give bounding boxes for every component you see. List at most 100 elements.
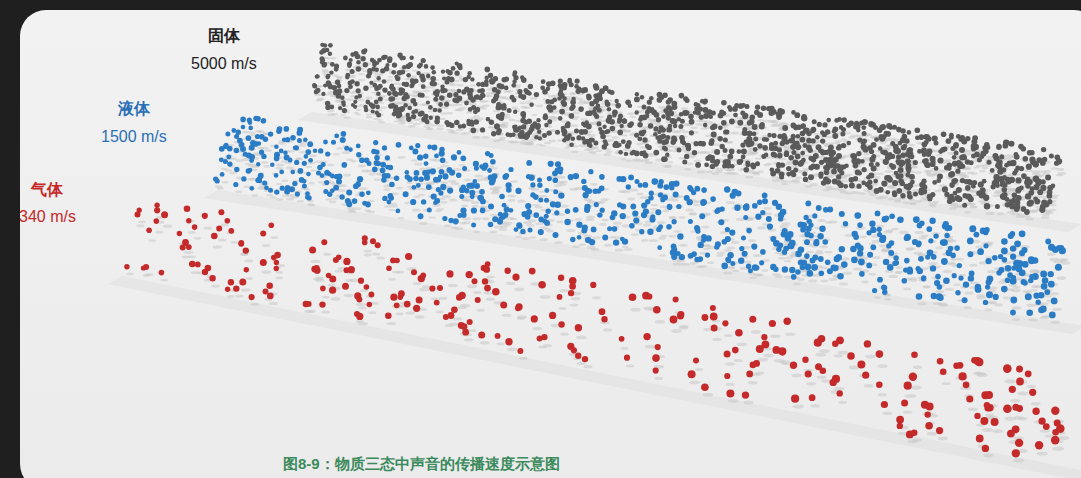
particle-shadow	[501, 126, 509, 129]
particle-shadow	[577, 362, 586, 365]
particle-shadow	[584, 198, 592, 201]
particle-shadow	[215, 185, 223, 188]
particle-shadow	[988, 301, 998, 304]
particle-shadow	[861, 281, 869, 284]
particle-shadow	[511, 218, 518, 220]
particle-shadow	[735, 126, 742, 128]
particle-shadow	[912, 189, 919, 191]
particle-shadow	[612, 136, 620, 139]
particle-shadow	[674, 230, 681, 233]
particle-shadow	[679, 129, 685, 131]
particle-shadow	[470, 84, 476, 86]
particle-shadow	[490, 231, 498, 234]
particle-shadow	[517, 200, 526, 203]
particle-shadow	[1040, 316, 1049, 319]
particle-shadow	[287, 194, 295, 197]
particle-shadow	[532, 114, 538, 116]
particle-shadow	[454, 227, 463, 230]
particle-shadow	[881, 249, 889, 252]
particle-shadow	[879, 245, 886, 248]
particle-shadow	[369, 173, 376, 175]
particle-shadow	[462, 199, 469, 202]
particle-shadow	[902, 201, 910, 204]
particle-shadow	[459, 164, 466, 166]
particle-shadow	[757, 226, 766, 229]
particle-shadow	[702, 151, 710, 154]
particle-shadow	[876, 197, 884, 200]
particle-shadow	[979, 170, 986, 172]
particle-shadow	[970, 191, 978, 194]
particle-shadow	[327, 110, 334, 113]
particle-shadow	[923, 286, 930, 289]
particle-shadow	[624, 129, 631, 132]
particle-shadow	[874, 296, 881, 299]
particle-shadow	[1054, 260, 1064, 263]
particle-shadow	[763, 120, 771, 123]
particle-shadow	[222, 181, 229, 183]
particle-shadow	[851, 191, 859, 194]
particle-shadow	[327, 113, 334, 116]
particle-shadow	[784, 260, 792, 263]
particle-shadow	[527, 140, 533, 142]
particle-shadow	[276, 183, 282, 185]
particle-shadow	[684, 168, 691, 170]
particle-shadow	[632, 159, 638, 161]
particle-shadow	[956, 258, 964, 261]
particle-shadow	[872, 256, 880, 259]
particle-shadow	[366, 114, 372, 116]
particle-shadow	[346, 98, 354, 101]
particle-shadow	[429, 216, 436, 218]
particle-shadow	[276, 167, 284, 170]
particle-shadow	[556, 221, 563, 224]
particle-shadow	[905, 394, 917, 398]
particle-shadow	[1044, 170, 1052, 173]
particle-shadow	[148, 239, 156, 242]
particle-shadow	[764, 207, 772, 210]
particle-shadow	[446, 129, 453, 132]
particle-shadow	[349, 209, 356, 211]
particle-shadow	[528, 219, 536, 222]
particle-shadow	[366, 116, 373, 118]
particle-shadow	[261, 161, 268, 164]
particle-shadow	[899, 231, 908, 234]
particle-shadow	[442, 195, 451, 198]
particle-shadow	[564, 147, 570, 149]
particle-shadow	[630, 116, 636, 118]
particle-shadow	[748, 239, 756, 242]
particle-shadow	[276, 163, 284, 166]
particle-shadow	[975, 246, 983, 249]
particle-shadow	[1057, 276, 1067, 280]
particle-shadow	[354, 207, 362, 210]
particle-shadow	[700, 120, 707, 123]
particle-shadow	[526, 101, 532, 103]
particle-shadow	[736, 117, 743, 119]
particle-shadow	[658, 237, 665, 240]
particle-shadow	[598, 201, 606, 204]
particle-shadow	[378, 102, 384, 104]
particle-shadow	[498, 139, 505, 142]
particle-shadow	[367, 211, 375, 214]
particle-shadow	[649, 239, 658, 242]
particle-shadow	[588, 134, 596, 137]
particle-shadow	[895, 266, 902, 269]
particle-shadow	[358, 99, 365, 102]
particle-shadow	[818, 219, 826, 222]
particle-shadow	[868, 273, 876, 276]
particle-shadow	[631, 233, 639, 236]
particle-shadow	[784, 145, 791, 148]
particle-shadow	[731, 241, 740, 244]
particle-shadow	[276, 198, 284, 201]
particle-shadow	[1030, 289, 1038, 292]
particle-shadow	[703, 245, 711, 248]
particle-shadow	[937, 302, 947, 305]
particle-shadow	[894, 199, 901, 201]
particle-shadow	[325, 57, 331, 59]
particle-shadow	[530, 236, 537, 238]
particle-shadow	[440, 165, 449, 168]
particle-shadow	[1041, 216, 1050, 219]
particle-shadow	[266, 194, 273, 196]
particle-shadow	[473, 231, 480, 233]
particle-shadow	[678, 216, 685, 219]
particle-shadow	[549, 116, 557, 119]
particle-shadow	[374, 178, 382, 181]
